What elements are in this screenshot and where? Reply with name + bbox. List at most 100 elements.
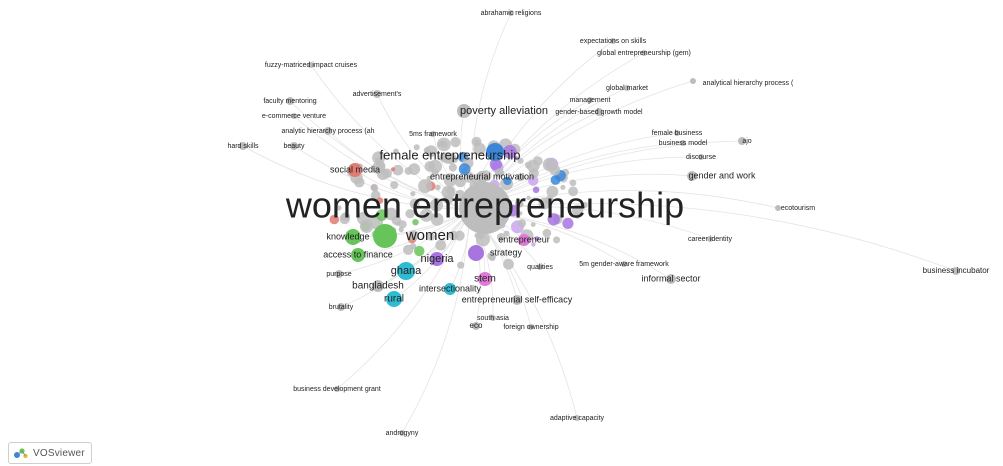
- keyword-label[interactable]: intersectionality: [419, 283, 482, 293]
- keyword-node[interactable]: [351, 248, 365, 262]
- keyword-label[interactable]: gender-based growth model: [555, 109, 643, 116]
- keyword-label[interactable]: 5m gender-aware framework: [579, 261, 669, 268]
- keyword-node[interactable]: [459, 182, 511, 234]
- keyword-label[interactable]: global market: [606, 85, 648, 92]
- keyword-node[interactable]: [397, 262, 415, 280]
- keyword-label[interactable]: business model: [659, 140, 708, 147]
- keyword-node[interactable]: [738, 137, 746, 145]
- keyword-label[interactable]: entrepreneur: [498, 234, 550, 244]
- keyword-node[interactable]: [687, 171, 697, 181]
- keyword-node[interactable]: [478, 272, 492, 286]
- keyword-label[interactable]: access to finance: [323, 249, 393, 259]
- keyword-node[interactable]: [308, 62, 314, 68]
- keyword-label[interactable]: faculty mentoring: [263, 98, 316, 105]
- keyword-node[interactable]: [337, 303, 345, 311]
- keyword-node[interactable]: [399, 430, 405, 436]
- keyword-label[interactable]: nigeria: [420, 253, 454, 265]
- keyword-node[interactable]: [457, 104, 471, 118]
- keyword-node[interactable]: [486, 143, 504, 161]
- keyword-label[interactable]: e-commerce venture: [262, 113, 326, 120]
- keyword-label[interactable]: qualities: [527, 264, 553, 271]
- keyword-node[interactable]: [324, 127, 332, 135]
- keyword-label[interactable]: bangladesh: [352, 281, 404, 292]
- keyword-label[interactable]: abrahamic religions: [481, 10, 542, 17]
- keyword-label[interactable]: strategy: [490, 247, 523, 257]
- keyword-label[interactable]: fuzzy-matriced impact cruises: [265, 62, 358, 69]
- keyword-label[interactable]: business incubator: [923, 266, 990, 275]
- keyword-label[interactable]: informal sector: [641, 273, 700, 283]
- keyword-node[interactable]: [472, 322, 480, 330]
- keyword-node[interactable]: [512, 295, 522, 305]
- keyword-node[interactable]: [587, 97, 593, 103]
- keyword-node[interactable]: [286, 97, 294, 105]
- keyword-label[interactable]: brutality: [329, 304, 354, 311]
- keyword-node[interactable]: [537, 264, 543, 270]
- keyword-label[interactable]: hard skills: [227, 143, 259, 150]
- keyword-label[interactable]: social media: [330, 164, 380, 174]
- keyword-label[interactable]: management: [570, 97, 611, 104]
- keyword-node[interactable]: [518, 234, 530, 246]
- keyword-label[interactable]: career identity: [688, 236, 732, 243]
- keyword-label[interactable]: gender and work: [688, 170, 756, 180]
- keyword-label[interactable]: female business: [652, 130, 703, 137]
- keyword-node[interactable]: [952, 267, 960, 275]
- keyword-label[interactable]: poverty alleviation: [460, 105, 548, 117]
- keyword-label[interactable]: south asia: [477, 315, 509, 322]
- keyword-label[interactable]: analytical hierarchy process (: [703, 80, 794, 87]
- keyword-label[interactable]: foreign ownership: [503, 324, 558, 331]
- keyword-label[interactable]: rural: [384, 294, 404, 305]
- keyword-label[interactable]: expectations on skills: [580, 38, 647, 45]
- keyword-node[interactable]: [775, 205, 781, 211]
- keyword-node[interactable]: [528, 324, 534, 330]
- keyword-node[interactable]: [641, 50, 647, 56]
- keyword-label[interactable]: androgyny: [386, 430, 419, 437]
- keyword-node[interactable]: [290, 142, 298, 150]
- keyword-node[interactable]: [490, 315, 496, 321]
- keyword-node[interactable]: [690, 78, 696, 84]
- keyword-label[interactable]: women: [405, 227, 454, 244]
- keyword-node[interactable]: [372, 280, 384, 292]
- keyword-label[interactable]: women entrepreneurship: [285, 185, 684, 226]
- keyword-label[interactable]: advertisement's: [353, 91, 402, 98]
- keyword-node[interactable]: [666, 274, 676, 284]
- keyword-node[interactable]: [335, 270, 343, 278]
- keyword-node[interactable]: [574, 415, 580, 421]
- keyword-label[interactable]: stem: [474, 274, 496, 285]
- keyword-label[interactable]: knowledge: [326, 231, 369, 241]
- keyword-node[interactable]: [444, 283, 456, 295]
- keyword-label[interactable]: business development grant: [293, 386, 381, 393]
- keyword-node[interactable]: [610, 38, 616, 44]
- keyword-node[interactable]: [373, 224, 397, 248]
- keyword-node[interactable]: [334, 386, 340, 392]
- keyword-node[interactable]: [239, 142, 247, 150]
- keyword-node[interactable]: [373, 90, 381, 98]
- keyword-node[interactable]: [595, 108, 603, 116]
- keyword-label[interactable]: female entrepreneurship: [380, 147, 521, 162]
- keyword-node[interactable]: [624, 85, 630, 91]
- keyword-node[interactable]: [291, 113, 297, 119]
- keyword-node[interactable]: [430, 252, 444, 266]
- keyword-label[interactable]: ajo: [742, 138, 751, 145]
- keyword-node[interactable]: [698, 154, 704, 160]
- keyword-node[interactable]: [386, 291, 402, 307]
- keyword-node[interactable]: [348, 163, 362, 177]
- keyword-label[interactable]: ghana: [391, 265, 422, 277]
- keyword-label[interactable]: eco: [470, 321, 483, 330]
- keyword-node[interactable]: [674, 130, 680, 136]
- vosviewer-brand[interactable]: VOSviewer: [8, 442, 92, 464]
- keyword-label[interactable]: adaptive capacity: [550, 415, 605, 422]
- keyword-node[interactable]: [468, 245, 484, 261]
- keyword-node[interactable]: [707, 236, 713, 242]
- keyword-label[interactable]: entrepreneurial motivation: [430, 171, 534, 181]
- keyword-node[interactable]: [621, 261, 627, 267]
- keyword-node[interactable]: [476, 171, 488, 183]
- keyword-label[interactable]: beauty: [283, 143, 305, 150]
- keyword-node[interactable]: [508, 10, 514, 16]
- keyword-label[interactable]: 5ms framework: [409, 131, 457, 138]
- keyword-label[interactable]: discourse: [686, 154, 716, 161]
- keyword-label[interactable]: ecotourism: [781, 205, 815, 212]
- keyword-node[interactable]: [430, 131, 436, 137]
- keyword-node[interactable]: [345, 229, 361, 245]
- keyword-node[interactable]: [680, 140, 686, 146]
